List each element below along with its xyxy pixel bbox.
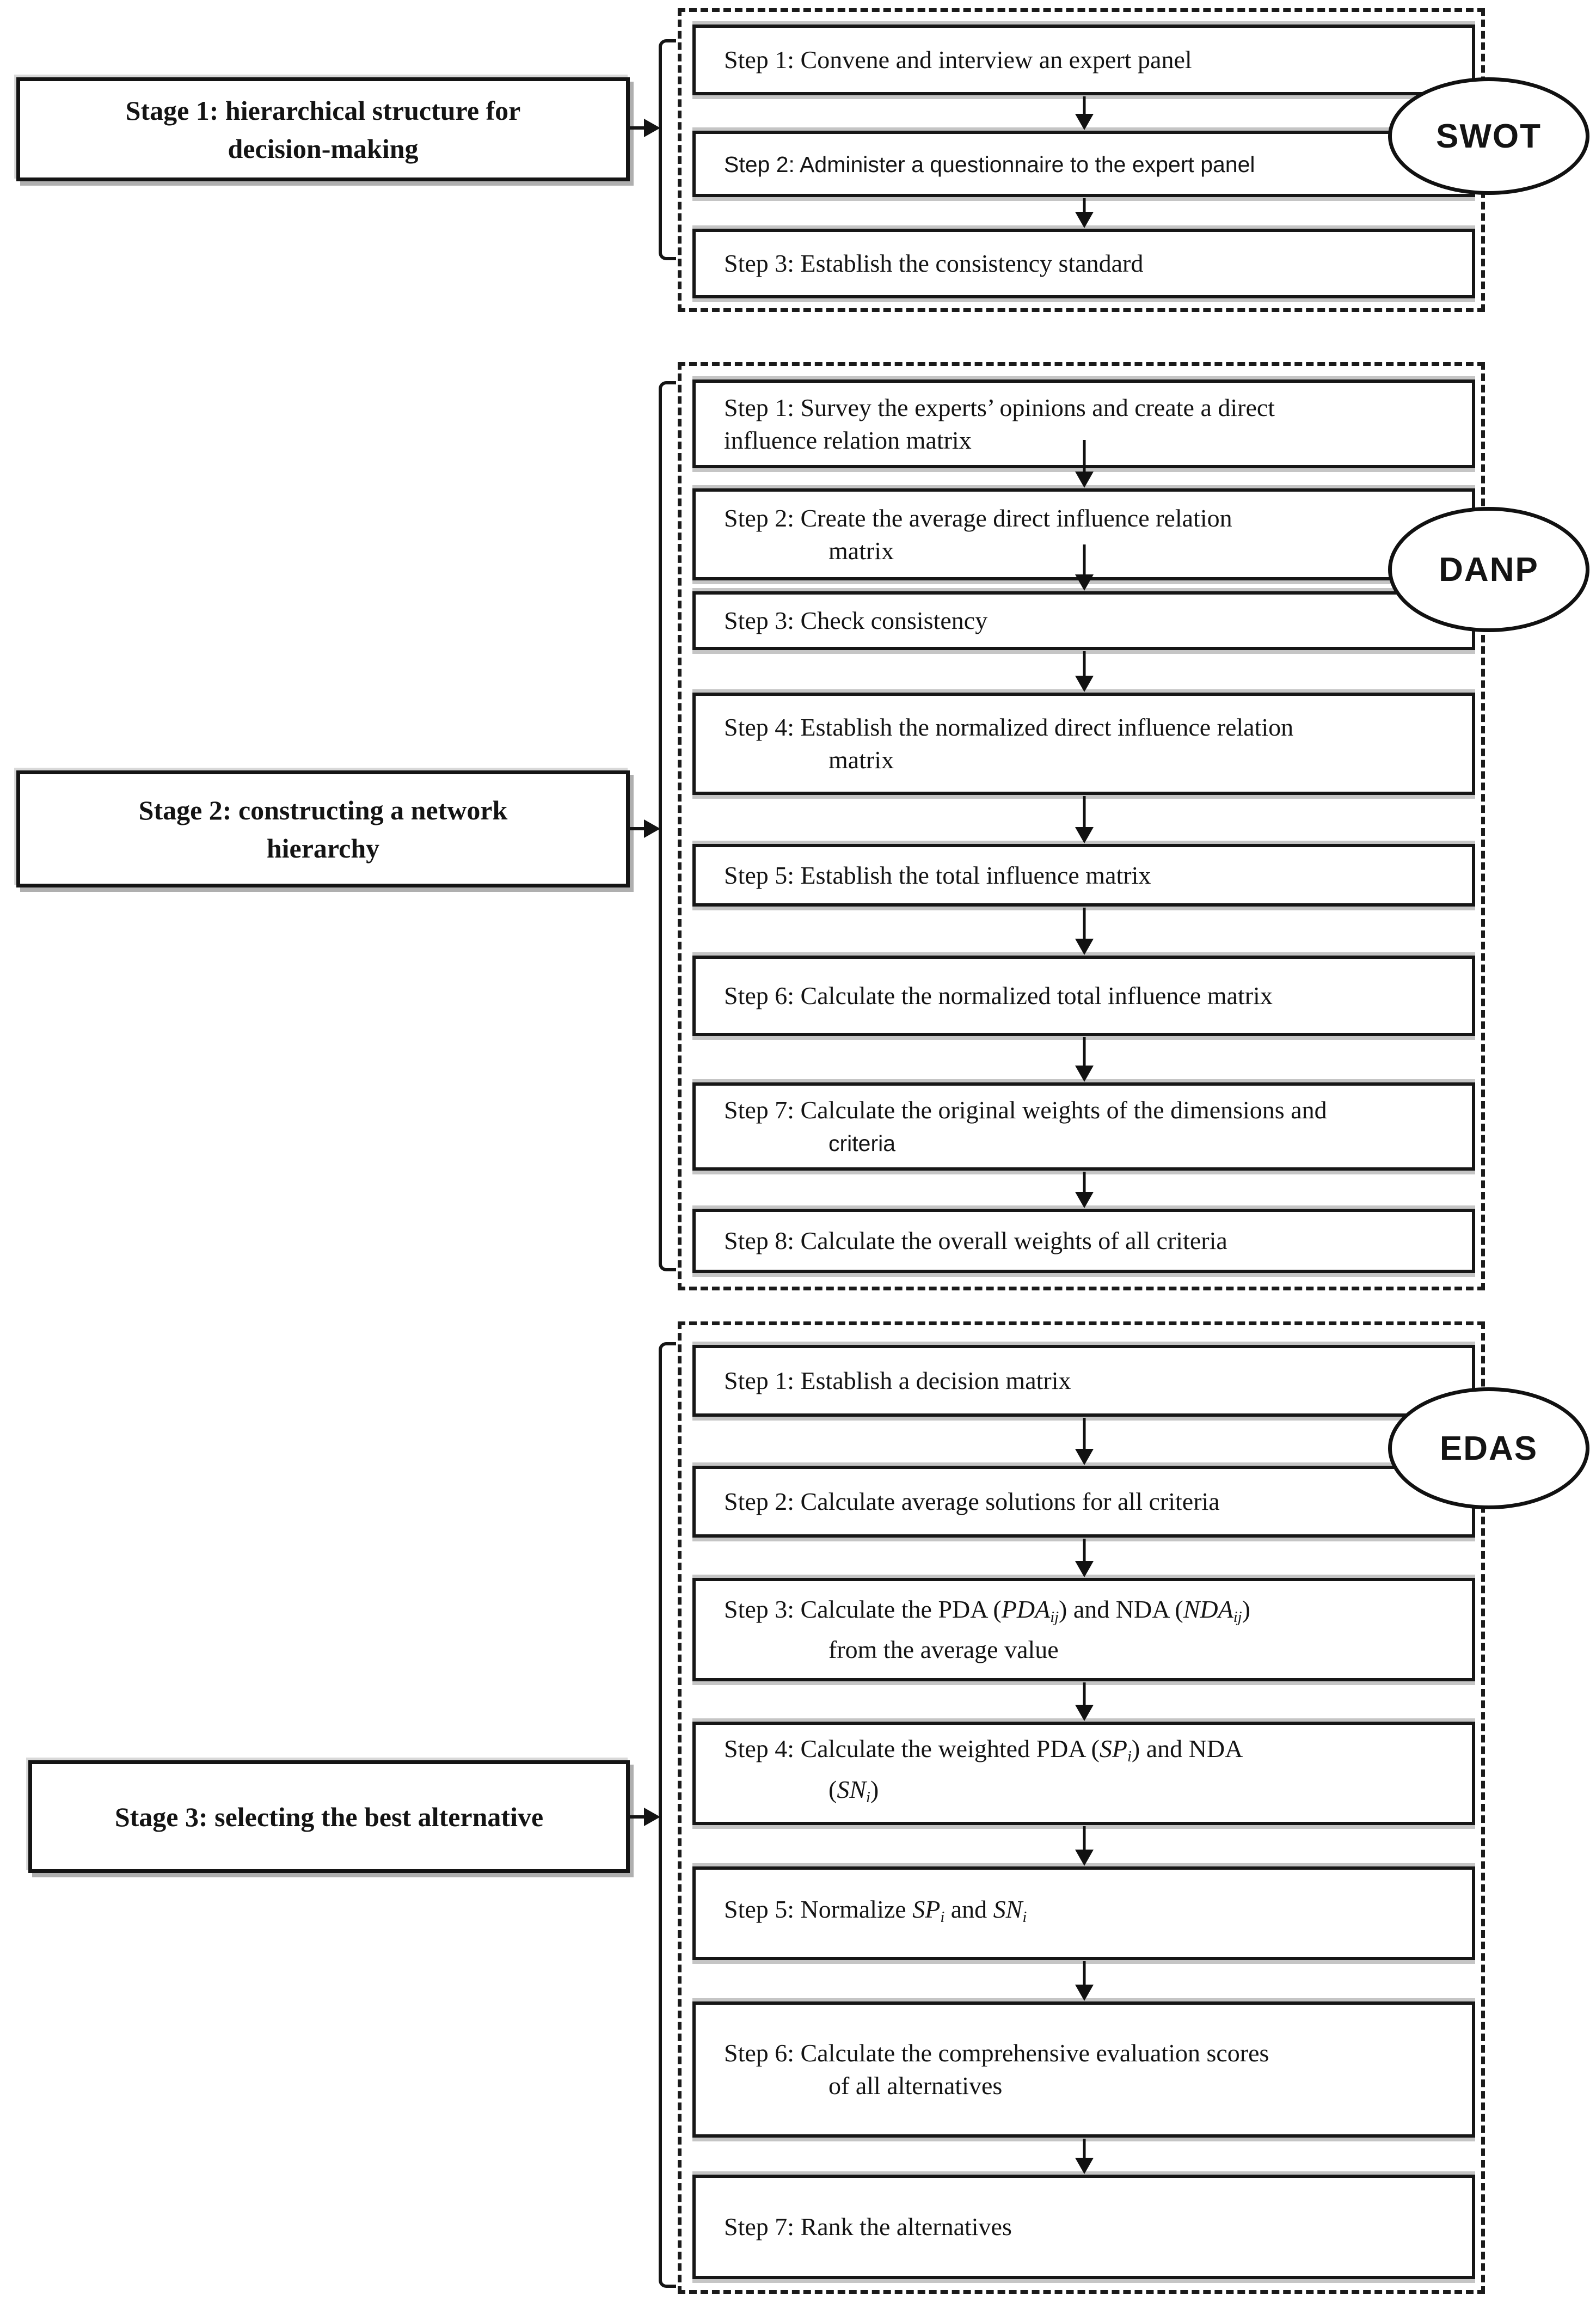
swot-label: SWOT [1436,117,1542,155]
text-line: Step 3: Check consistency [724,607,988,634]
stage-2-step-5: Step 5: Establish the total influence ma… [692,844,1475,907]
text-line: of all alternatives [828,2072,1003,2099]
down-arrow-icon [1073,796,1095,843]
text-line: Step 2: Administer a questionnaire to th… [724,151,1255,177]
stage-2-step-6: Step 6: Calculate the normalized total i… [692,956,1475,1036]
stage-1-connector-arrow [630,119,660,137]
text-line: hierarchy [266,832,380,864]
stage-3-step-6: Step 6: Calculate the comprehensive eval… [692,2001,1475,2138]
danp-method-badge: DANP [1388,507,1589,632]
text-line: matrix [828,746,894,774]
stage-2-dashed-container [678,362,1485,1290]
stage-2-step-4: Step 4: Establish the normalized direct … [692,693,1475,795]
stage-3-step-1: Step 1: Establish a decision matrix [692,1345,1475,1417]
text-line: Step 8: Calculate the overall weights of… [724,1227,1227,1254]
down-arrow-icon [1073,1826,1095,1866]
text-line: (SNi) [828,1776,879,1806]
text-line: Step 7: Rank the alternatives [724,2213,1012,2240]
text-line: influence relation matrix [724,426,972,454]
stage-1-step-2: Step 2: Administer a questionnaire to th… [692,131,1475,197]
text-line: Stage 3: selecting the best alternative [114,1801,544,1832]
text-line: from the average value [828,1636,1059,1664]
down-arrow-icon [1073,1418,1095,1465]
text-line: Step 1: Establish a decision matrix [724,1367,1071,1394]
stage-1-bracket [659,39,676,260]
text-line: Step 4: Calculate the weighted PDA (SPi)… [724,1735,1243,1765]
stage-3-connector-arrow [630,1808,660,1826]
down-arrow-icon [1073,2139,1095,2174]
text-line: Stage 2: constructing a network [138,794,508,825]
stage-2-bracket [659,381,676,1271]
stage-3-label-box: Stage 3: selecting the best alternative [28,1760,630,1873]
down-arrow-icon [1073,440,1095,488]
stage-3-step-4: Step 4: Calculate the weighted PDA (SPi)… [692,1722,1475,1825]
text-line: Step 3: Establish the consistency standa… [724,249,1144,277]
text-line: criteria [828,1130,896,1156]
down-arrow-icon [1073,198,1095,228]
stage-3-dashed-container [678,1321,1485,2294]
down-arrow-icon [1073,1539,1095,1577]
text-line: matrix [828,536,894,565]
stage-1-label-box: Stage 1: hierarchical structure for decis… [16,77,630,181]
stage-2-step-7: Step 7: Calculate the original weights o… [692,1082,1475,1171]
stage-3-step-3: Step 3: Calculate the PDA (PDAij) and ND… [692,1578,1475,1681]
down-arrow-icon [1073,1037,1095,1082]
down-arrow-icon [1073,96,1095,130]
text-line: Step 2: Calculate average solutions for … [724,1487,1220,1515]
stage-3-step-7: Step 7: Rank the alternatives [692,2175,1475,2279]
down-arrow-icon [1073,544,1095,591]
text-line: decision-making [228,133,419,164]
danp-label: DANP [1439,550,1539,589]
text-line: Step 6: Calculate the normalized total i… [724,982,1273,1009]
stage-1-step-1: Step 1: Convene and interview an expert … [692,25,1475,95]
down-arrow-icon [1073,651,1095,692]
text-line: Step 5: Establish the total influence ma… [724,861,1151,889]
down-arrow-icon [1073,1682,1095,1721]
text-line: Step 3: Calculate the PDA (PDAij) and ND… [724,1595,1250,1626]
swot-method-badge: SWOT [1388,77,1589,195]
text-line: Step 4: Establish the normalized direct … [724,713,1294,741]
down-arrow-icon [1073,1961,1095,2001]
text-line: Stage 1: hierarchical structure for [125,95,521,126]
text-line: Step 6: Calculate the comprehensive eval… [724,2039,1269,2067]
text-line: Step 5: Normalize SPi and SNi [724,1895,1027,1926]
stage-2-connector-arrow [630,819,660,838]
edas-method-badge: EDAS [1388,1387,1589,1509]
text-line: Step 1: Convene and interview an expert … [724,46,1192,74]
stage-3-step-5: Step 5: Normalize SPi and SNi [692,1866,1475,1960]
down-arrow-icon [1073,1172,1095,1208]
stage-2-step-3: Step 3: Check consistency [692,591,1475,650]
down-arrow-icon [1073,908,1095,955]
stage-3-step-2: Step 2: Calculate average solutions for … [692,1466,1475,1538]
text-line: Step 2: Create the average direct influe… [724,504,1232,532]
stage-2-step-8: Step 8: Calculate the overall weights of… [692,1209,1475,1273]
text-line: Step 1: Survey the experts’ opinions and… [724,393,1275,421]
text-line: Step 7: Calculate the original weights o… [724,1095,1327,1124]
stage-3-bracket [659,1342,676,2288]
edas-label: EDAS [1439,1429,1538,1467]
stage-2-label-box: Stage 2: constructing a network hierarchy [16,770,630,887]
stage-1-step-3: Step 3: Establish the consistency standa… [692,229,1475,298]
